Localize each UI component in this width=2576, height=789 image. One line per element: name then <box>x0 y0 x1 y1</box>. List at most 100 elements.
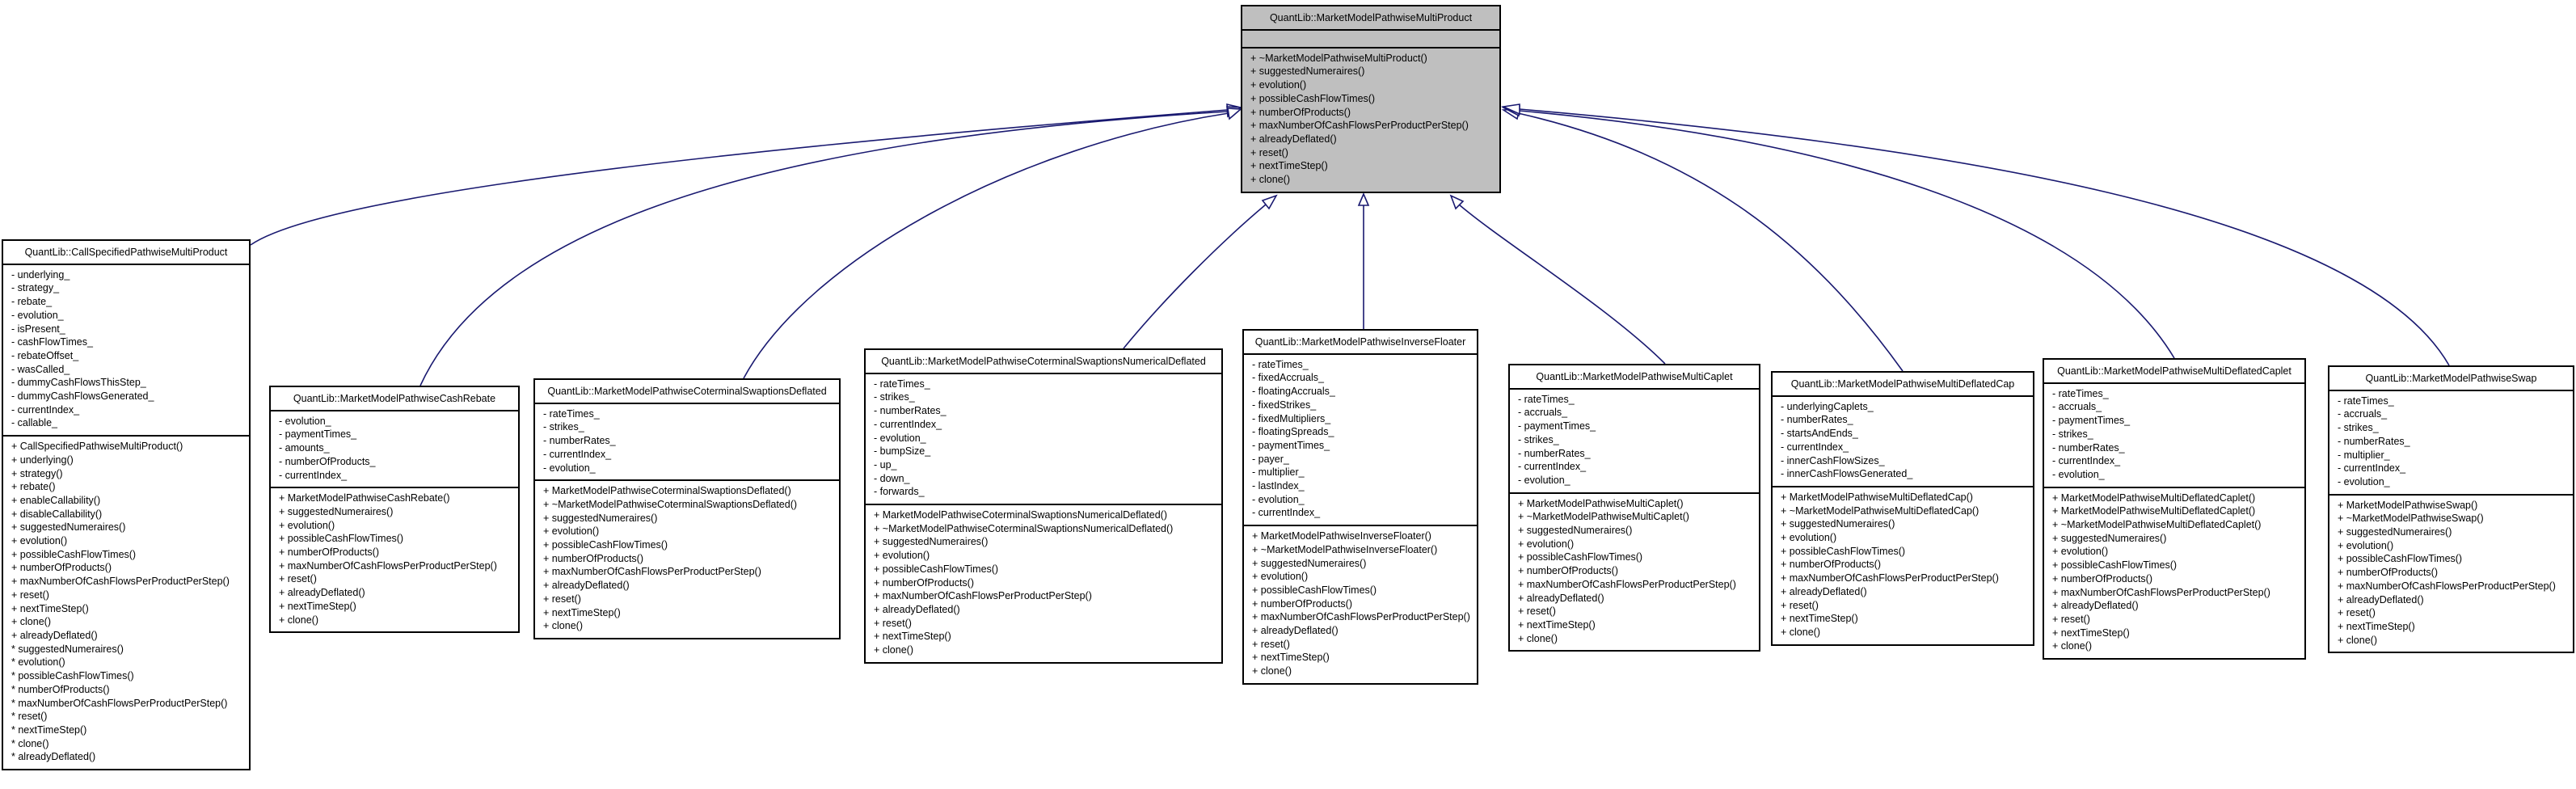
attribute-row: - rateTimes_ <box>2338 394 2394 407</box>
attribute-row: - rateTimes_ <box>2052 387 2109 399</box>
inheritance-edge <box>1519 108 2450 366</box>
attribute-row: - paymentTimes_ <box>279 428 357 441</box>
class-name: QuantLib::MarketModelPathwiseSwap <box>2365 373 2537 384</box>
operation-row: + alreadyDeflated() <box>1250 133 1337 145</box>
attributes-section: - evolution_- paymentTimes_- amounts_- n… <box>271 409 518 487</box>
operation-row: + possibleCashFlowTimes() <box>11 548 137 560</box>
attribute-row: - rateTimes_ <box>543 407 600 420</box>
attribute-row: - callable_ <box>11 417 57 429</box>
attributes-section <box>1242 28 1499 47</box>
operation-row: + maxNumberOfCashFlowsPerProductPerStep(… <box>874 590 1092 602</box>
operation-row: + numberOfProducts() <box>543 552 644 564</box>
operation-row: * nextTimeStep() <box>11 724 87 736</box>
operation-row: + possibleCashFlowTimes() <box>874 563 999 575</box>
operation-row: + reset() <box>543 593 581 605</box>
inheritance-arrowhead <box>1449 194 1465 210</box>
attribute-row: - paymentTimes_ <box>2052 415 2131 427</box>
operation-row: * possibleCashFlowTimes() <box>11 670 134 682</box>
attribute-row: - fixedAccruals_ <box>1252 372 1324 384</box>
operation-row: + possibleCashFlowTimes() <box>1250 92 1376 104</box>
operation-row: + evolution() <box>1252 571 1309 583</box>
operation-row: + reset() <box>1250 146 1288 158</box>
class-box-market-model-pathwise-cash-rebate[interactable]: QuantLib::MarketModelPathwiseCashRebate-… <box>269 386 520 634</box>
operations-section: + MarketModelPathwiseSwap()+ ~MarketMode… <box>2329 493 2573 652</box>
operation-row: + numberOfProducts() <box>1518 565 1619 577</box>
operation-row: + reset() <box>1252 638 1290 650</box>
attribute-row: - evolution_ <box>2052 468 2105 480</box>
operation-row: + possibleCashFlowTimes() <box>543 539 668 551</box>
operation-row: + suggestedNumeraires() <box>279 505 394 517</box>
attribute-row: - rateTimes_ <box>1518 393 1575 405</box>
operation-row: + ~MarketModelPathwiseInverseFloater() <box>1252 543 1438 555</box>
class-box-coterminal-swaptions-numerical-deflated[interactable]: QuantLib::MarketModelPathwiseCoterminalS… <box>864 348 1223 664</box>
attribute-row: - rateTimes_ <box>874 378 930 390</box>
operation-row: * alreadyDeflated() <box>11 751 96 763</box>
operation-row: + numberOfProducts() <box>1252 597 1353 610</box>
operation-row: + maxNumberOfCashFlowsPerProductPerStep(… <box>1781 572 1999 584</box>
class-box-pathwise-multi-deflated-cap[interactable]: QuantLib::MarketModelPathwiseMultiDeflat… <box>1771 371 2034 646</box>
operation-row: + alreadyDeflated() <box>11 629 98 641</box>
operation-row: + nextTimeStep() <box>2338 620 2415 632</box>
operation-row: + maxNumberOfCashFlowsPerProductPerStep(… <box>2052 586 2270 598</box>
operation-row: + clone() <box>1781 626 1820 638</box>
attribute-row: - cashFlowTimes_ <box>11 336 93 348</box>
operation-row: + nextTimeStep() <box>1252 652 1330 664</box>
attribute-row: - startsAndEnds_ <box>1781 428 1858 440</box>
class-box-pathwise-multi-caplet[interactable]: QuantLib::MarketModelPathwiseMultiCaplet… <box>1508 364 1760 652</box>
inheritance-arrowhead <box>1261 194 1278 210</box>
operation-row: + reset() <box>2052 613 2090 625</box>
class-box-pathwise-swap[interactable]: QuantLib::MarketModelPathwiseSwap- rateT… <box>2328 365 2574 654</box>
attribute-row: - paymentTimes_ <box>1252 439 1330 451</box>
operation-row: + nextTimeStep() <box>543 606 621 618</box>
attribute-row: - floatingAccruals_ <box>1252 386 1335 398</box>
operation-row: + possibleCashFlowTimes() <box>279 533 404 545</box>
attribute-row: - currentIndex_ <box>11 403 80 416</box>
operation-row: + maxNumberOfCashFlowsPerProductPerStep(… <box>543 566 761 578</box>
attribute-row: - dummyCashFlowsGenerated_ <box>11 390 154 403</box>
attribute-row: - strikes_ <box>874 391 915 403</box>
inheritance-edge <box>419 111 1228 386</box>
attribute-row: - bumpSize_ <box>874 445 931 458</box>
class-box-pathwise-multi-deflated-caplet[interactable]: QuantLib::MarketModelPathwiseMultiDeflat… <box>2043 358 2306 660</box>
operation-row: + possibleCashFlowTimes() <box>1252 584 1377 596</box>
attribute-row: - underlyingCaplets_ <box>1781 400 1874 412</box>
operation-row: + clone() <box>1250 174 1290 186</box>
operation-row: + strategy() <box>11 467 63 479</box>
attribute-row: - innerCashFlowSizes_ <box>1781 454 1885 466</box>
operation-row: + reset() <box>1518 605 1556 618</box>
class-name: QuantLib::MarketModelPathwiseCoterminalS… <box>881 356 1206 367</box>
operation-row: + reset() <box>2338 607 2376 619</box>
operation-row: + maxNumberOfCashFlowsPerProductPerStep(… <box>1250 120 1469 132</box>
attribute-row: - strategy_ <box>11 282 60 294</box>
operation-row: + reset() <box>1781 599 1819 611</box>
operation-row: + evolution() <box>1518 538 1575 550</box>
operation-row: + maxNumberOfCashFlowsPerProductPerStep(… <box>1252 611 1470 623</box>
operation-row: + CallSpecifiedPathwiseMultiProduct() <box>11 441 183 453</box>
operation-row: + clone() <box>874 644 913 656</box>
attribute-row: - isPresent_ <box>11 323 65 335</box>
operation-row: + reset() <box>874 617 912 629</box>
attribute-row: - currentIndex_ <box>874 418 942 430</box>
operation-row: + clone() <box>2052 640 2092 652</box>
inheritance-edge <box>743 112 1229 379</box>
attributes-section: - rateTimes_- strikes_- numberRates_- cu… <box>866 372 1221 504</box>
class-box-call-specified-pathwise-multi-product[interactable]: QuantLib::CallSpecifiedPathwiseMultiProd… <box>2 239 251 771</box>
attribute-row: - evolution_ <box>1252 493 1305 505</box>
operation-row: + suggestedNumeraires() <box>2052 532 2167 544</box>
attributes-section: - rateTimes_- fixedAccruals_- floatingAc… <box>1244 352 1477 525</box>
attribute-row: - evolution_ <box>11 309 64 321</box>
class-box-pathwise-inverse-floater[interactable]: QuantLib::MarketModelPathwiseInverseFloa… <box>1242 329 1478 685</box>
attribute-row: - multiplier_ <box>1252 466 1305 479</box>
inheritance-edge <box>1519 110 2175 359</box>
operation-row: + maxNumberOfCashFlowsPerProductPerStep(… <box>11 576 230 588</box>
attribute-row: - accruals_ <box>2052 401 2102 413</box>
operation-row: + ~MarketModelPathwiseMultiCaplet() <box>1518 511 1689 523</box>
class-box-coterminal-swaptions-deflated[interactable]: QuantLib::MarketModelPathwiseCoterminalS… <box>533 378 841 639</box>
operation-row: + nextTimeStep() <box>279 600 356 612</box>
operation-row: + clone() <box>543 620 583 632</box>
attribute-row: - wasCalled_ <box>11 363 70 375</box>
operation-row: + underlying() <box>11 454 74 466</box>
operation-row: + clone() <box>279 614 318 626</box>
base-class-box[interactable]: QuantLib::MarketModelPathwiseMultiProduc… <box>1241 5 1501 193</box>
